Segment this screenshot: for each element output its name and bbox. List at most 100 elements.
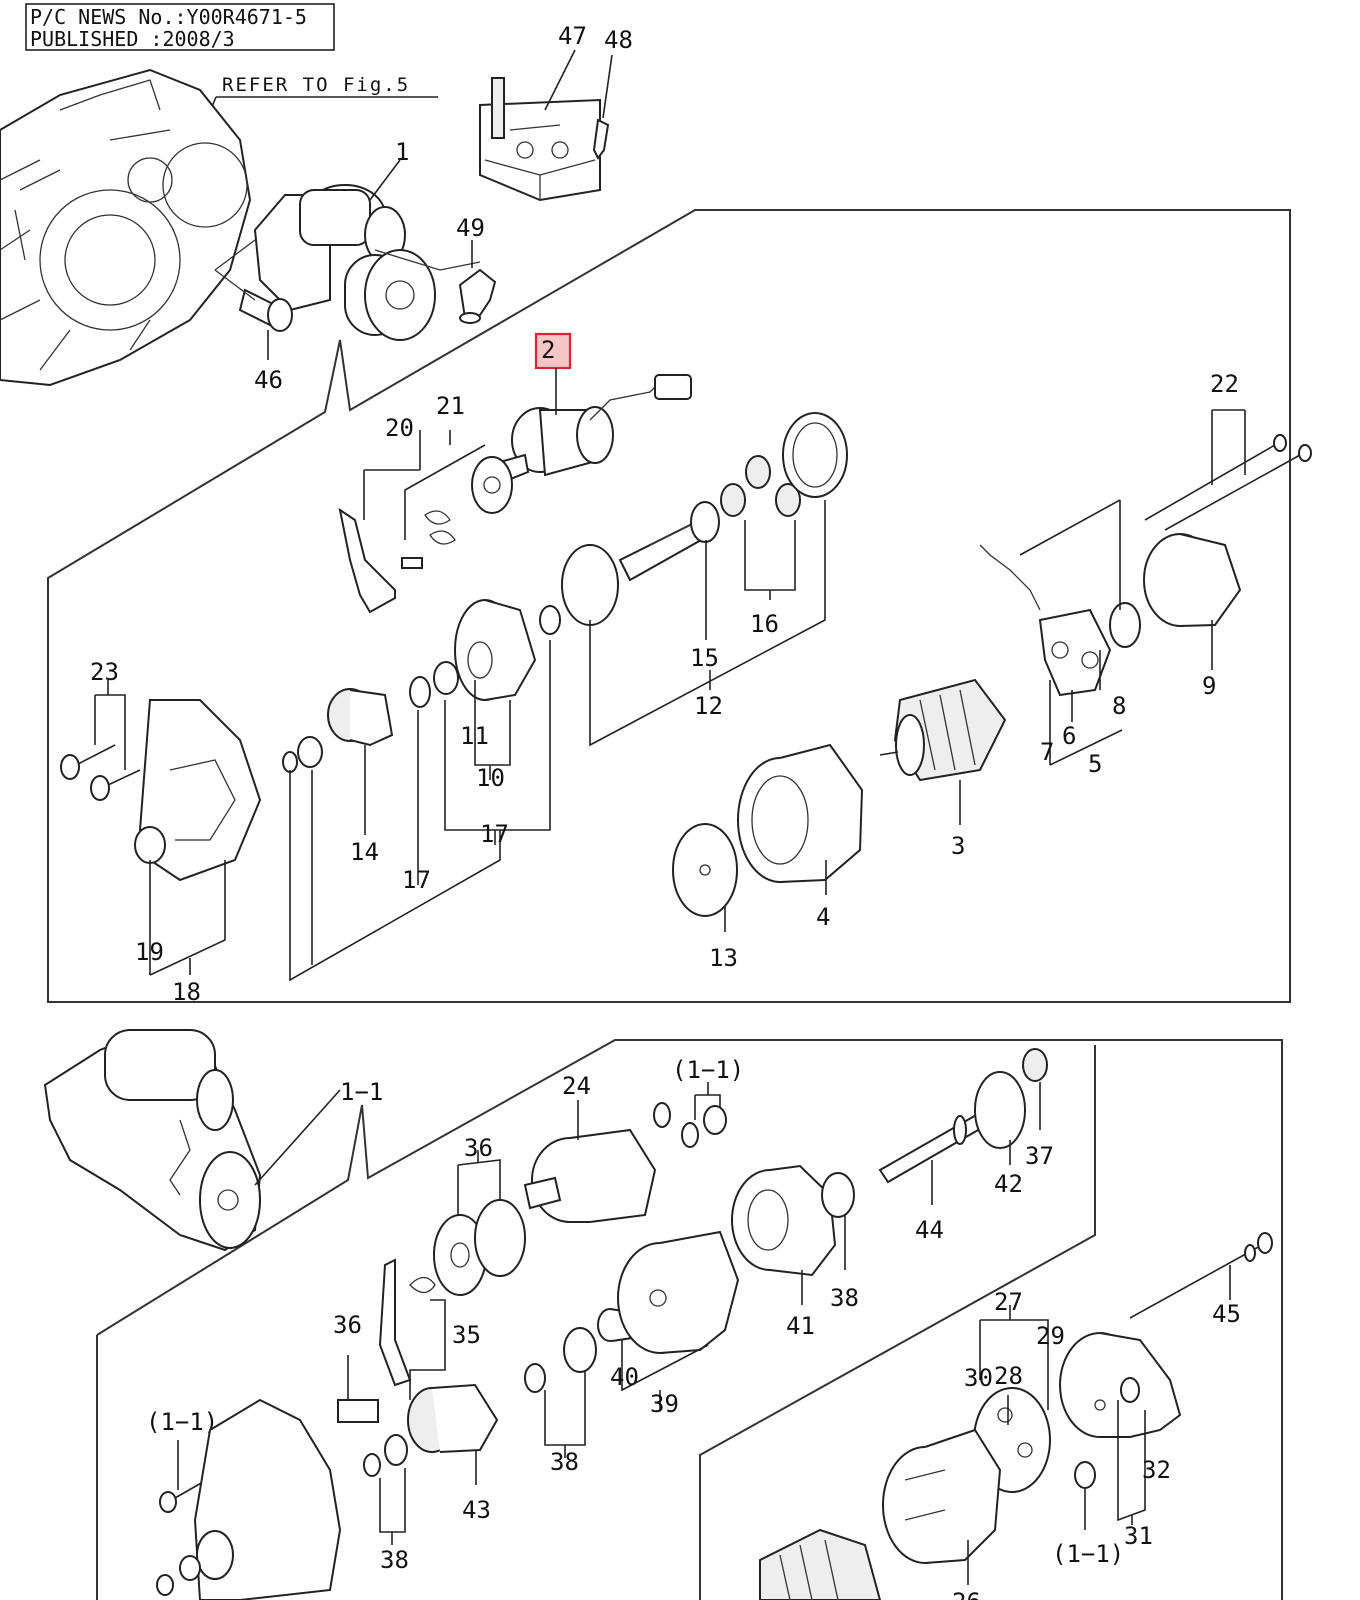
armature-bottom-drawing <box>759 1528 882 1600</box>
end-cover-31-drawing <box>1059 1332 1182 1438</box>
part-label-6[interactable]: 6 <box>1062 722 1076 750</box>
bolt-1-1-drawing <box>159 1477 211 1513</box>
part-label-18[interactable]: 18 <box>172 978 201 1006</box>
exploded-view-frame-2 <box>96 1039 1283 1600</box>
front-bracket-bottom-drawing <box>156 1398 342 1600</box>
gear-housing-11-drawing <box>454 599 537 701</box>
part-label-28[interactable]: 28 <box>994 1362 1023 1390</box>
part-label-16[interactable]: 16 <box>750 610 779 638</box>
engine-housing-drawing <box>0 68 252 387</box>
part-label-14[interactable]: 14 <box>350 838 379 866</box>
part-label-48[interactable]: 48 <box>604 26 633 54</box>
part-label-29[interactable]: 29 <box>1036 1322 1065 1350</box>
part-label-10[interactable]: 10 <box>476 764 505 792</box>
yoke-4-drawing <box>737 743 864 883</box>
part-label-9[interactable]: 9 <box>1202 672 1216 700</box>
part-label-38b[interactable]: 38 <box>550 1448 579 1476</box>
part-label-12[interactable]: 12 <box>694 692 723 720</box>
bolts-23-drawing <box>60 744 141 801</box>
part-label-40[interactable]: 40 <box>610 1363 639 1391</box>
terminal-cover-49-drawing <box>458 240 497 324</box>
part-label-31[interactable]: 31 <box>1124 1522 1153 1550</box>
brush-36-drawing <box>337 1399 379 1423</box>
highlight-box-part-2[interactable]: 2 <box>534 332 572 370</box>
part-label-41[interactable]: 41 <box>786 1312 815 1340</box>
part-label-1-1c[interactable]: (1−1) <box>1052 1540 1124 1568</box>
part-label-23[interactable]: 23 <box>90 658 119 686</box>
part-label-7[interactable]: 7 <box>1040 738 1054 766</box>
part-label-2: 2 <box>541 336 555 364</box>
part-label-39[interactable]: 39 <box>650 1390 679 1418</box>
part-label-17b[interactable]: 17 <box>480 820 509 848</box>
part-label-8[interactable]: 8 <box>1112 692 1126 720</box>
rings-38-left-drawing <box>363 1434 408 1477</box>
front-bracket-19-drawing <box>134 699 262 882</box>
end-cover-9-drawing <box>1143 533 1242 627</box>
lever-20-drawing <box>338 507 396 614</box>
rings-38-mid-drawing <box>524 1327 597 1393</box>
magnetic-switch-2-drawing <box>498 374 692 482</box>
ring-38-right-drawing <box>821 1172 855 1218</box>
housing-39-drawing <box>617 1230 740 1354</box>
plates-36-drawing <box>433 1199 526 1296</box>
part-label-17a[interactable]: 17 <box>402 866 431 894</box>
part-label-1-1[interactable]: 1−1 <box>340 1078 383 1106</box>
part-label-44[interactable]: 44 <box>915 1216 944 1244</box>
part-label-22[interactable]: 22 <box>1210 370 1239 398</box>
part-label-46[interactable]: 46 <box>254 366 283 394</box>
yoke-26-drawing <box>882 1428 1002 1564</box>
gasket-drawing <box>539 544 619 635</box>
part-label-13[interactable]: 13 <box>709 944 738 972</box>
bolt-45-drawing <box>1129 1232 1273 1319</box>
nut-32-drawing <box>1120 1377 1140 1403</box>
part-label-38a[interactable]: 38 <box>830 1284 859 1312</box>
shaft-15-drawing <box>618 501 720 582</box>
reference-note-text: REFER TO Fig.5 <box>222 74 410 96</box>
publication-header: P/C NEWS No.:Y00R4671-5 PUBLISHED :2008/… <box>25 3 335 51</box>
gear-37-drawing <box>1022 1048 1048 1082</box>
part-label-1-1a[interactable]: (1−1) <box>672 1056 744 1084</box>
screw-48-drawing <box>592 54 613 160</box>
part-label-49[interactable]: 49 <box>456 214 485 242</box>
part-label-26[interactable]: 26 <box>952 1588 981 1600</box>
part-label-11[interactable]: 11 <box>460 722 489 750</box>
magnetic-switch-24-drawing <box>523 1102 671 1223</box>
part-label-4[interactable]: 4 <box>816 903 830 931</box>
news-number: P/C NEWS No.:Y00R4671-5 <box>30 5 307 29</box>
part-label-5[interactable]: 5 <box>1088 750 1102 778</box>
part-label-36b[interactable]: 36 <box>333 1311 362 1339</box>
ring-8-drawing <box>1109 602 1141 648</box>
part-label-32[interactable]: 32 <box>1142 1456 1171 1484</box>
part-label-43[interactable]: 43 <box>462 1496 491 1524</box>
bolt-46-drawing <box>238 288 293 360</box>
part-label-27[interactable]: 27 <box>994 1288 1023 1316</box>
rings-17-drawing <box>282 661 459 773</box>
part-label-47[interactable]: 47 <box>558 22 587 50</box>
part-label-35[interactable]: 35 <box>452 1321 481 1349</box>
part-label-3[interactable]: 3 <box>951 832 965 860</box>
part-label-45[interactable]: 45 <box>1212 1300 1241 1328</box>
through-bolts-22-drawing <box>1144 434 1312 531</box>
planet-gears-16-drawing <box>720 455 801 517</box>
plate-42-drawing <box>974 1071 1026 1149</box>
part-label-37[interactable]: 37 <box>1025 1142 1054 1170</box>
part-label-1-1b[interactable]: (1−1) <box>146 1408 218 1436</box>
nut-1-1-rear-drawing <box>1074 1461 1096 1489</box>
part-label-1[interactable]: 1 <box>395 138 409 166</box>
part-label-42[interactable]: 42 <box>994 1170 1023 1198</box>
part-label-15[interactable]: 15 <box>690 644 719 672</box>
lever-35-drawing <box>378 1258 436 1387</box>
part-label-20[interactable]: 20 <box>385 414 414 442</box>
pinion-14-drawing <box>327 688 394 747</box>
part-label-21[interactable]: 21 <box>436 392 465 420</box>
part-label-30[interactable]: 30 <box>964 1364 993 1392</box>
exploded-view-frame-1 <box>47 209 1291 1003</box>
part-label-19[interactable]: 19 <box>135 938 164 966</box>
spring-21-drawing <box>401 456 513 569</box>
part-label-38c[interactable]: 38 <box>380 1546 409 1574</box>
part-label-36a[interactable]: 36 <box>464 1134 493 1162</box>
plate-13-drawing <box>672 823 738 917</box>
starter-motor-assembly <box>253 184 481 341</box>
part-label-24[interactable]: 24 <box>562 1072 591 1100</box>
